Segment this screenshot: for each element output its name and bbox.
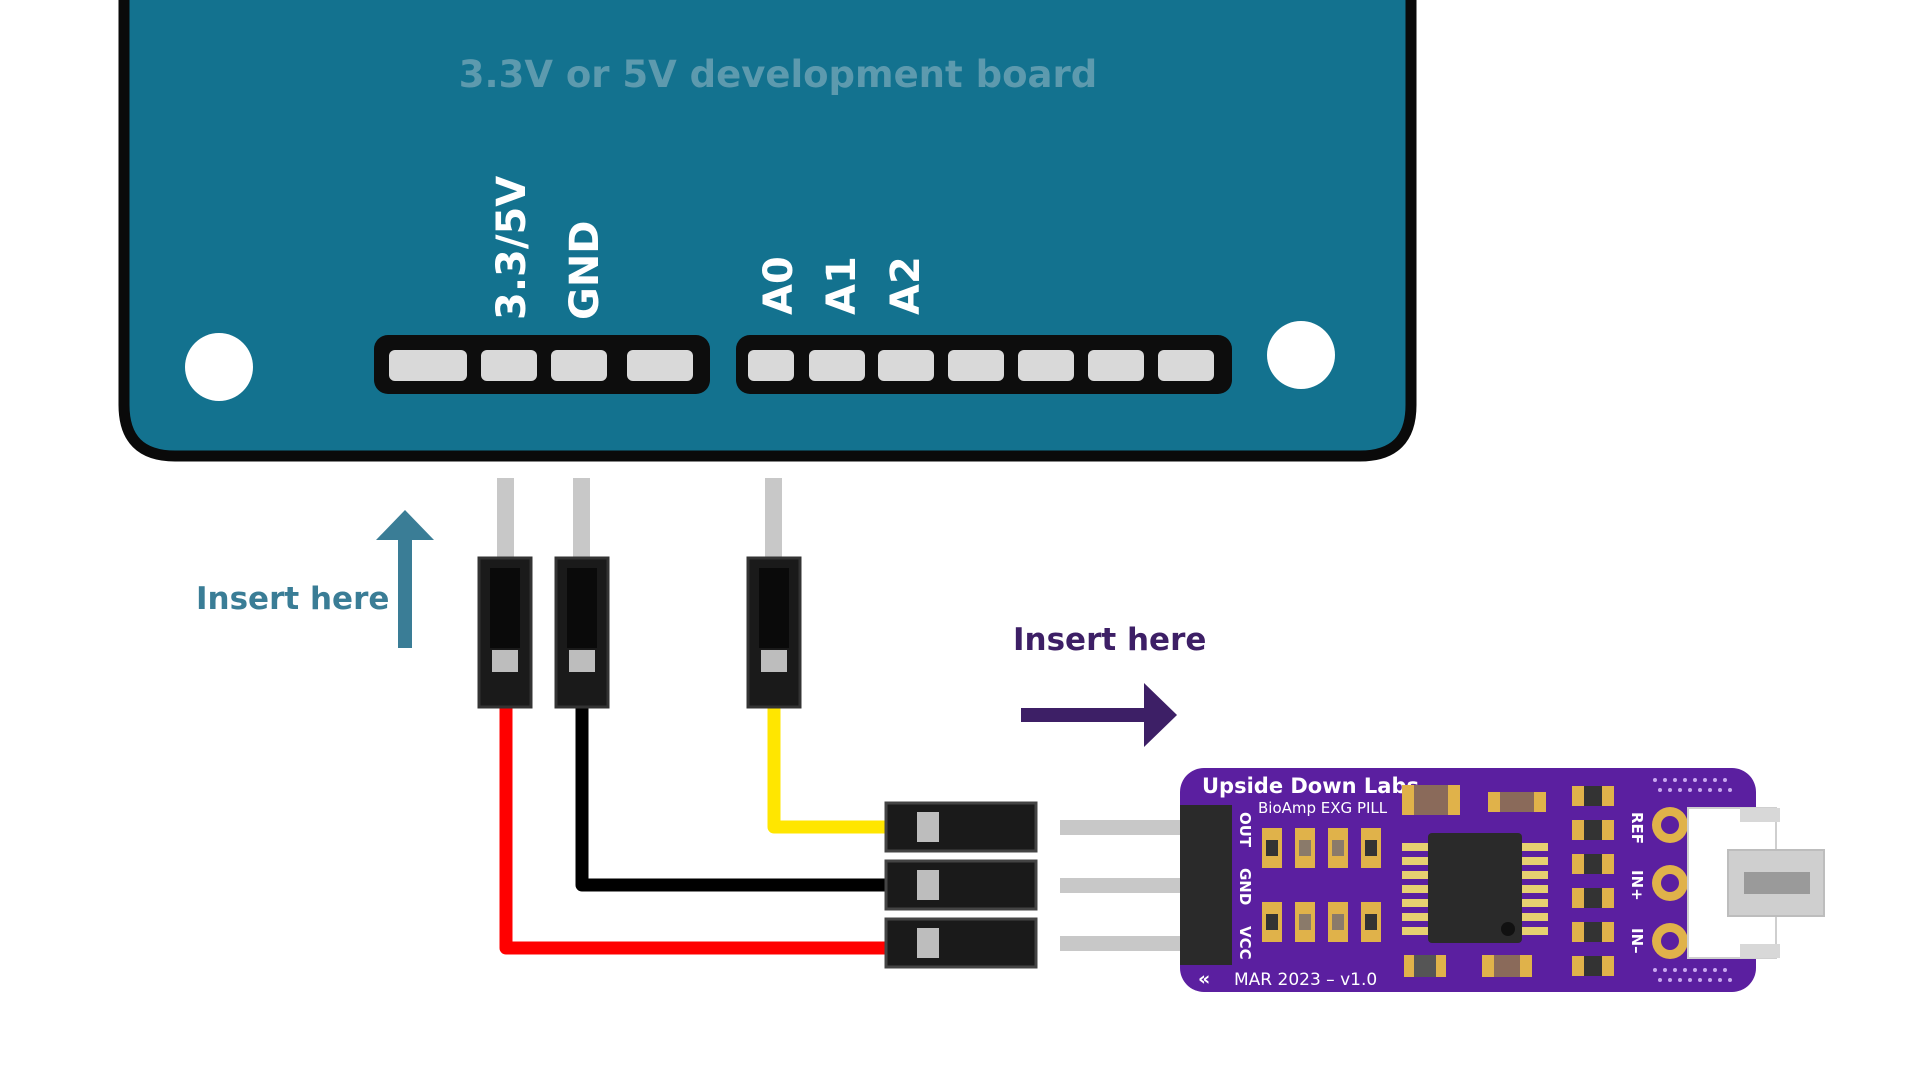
- board-arrow-up-icon: [376, 510, 434, 540]
- jst-connector: [1687, 807, 1825, 959]
- module-pin-label-in-plus: IN+: [1628, 870, 1646, 901]
- male-pin-signal: [765, 478, 782, 560]
- wire-power: [499, 705, 893, 955]
- passive-components-right: [1572, 786, 1614, 976]
- male-pin-power: [497, 478, 514, 560]
- pill-insert-callout: Insert here: [1013, 622, 1206, 747]
- header-pin-power: [481, 350, 537, 381]
- bioamp-exg-pill-module: Upside Down Labs BioAmp EXG PILL MAR 202…: [1060, 768, 1825, 992]
- module-header-pin-vcc: [1060, 936, 1215, 951]
- header-pin: [948, 350, 1004, 381]
- module-pin-label-out: OUT: [1236, 812, 1254, 848]
- module-pin-label-ref: REF: [1628, 812, 1646, 844]
- pill-insert-label: Insert here: [1013, 622, 1206, 658]
- module-pin-label-vcc: VCC: [1236, 926, 1254, 960]
- female-connector-power: [884, 917, 1038, 969]
- mounting-hole-left: [185, 333, 253, 401]
- pin-label-a0: A0: [756, 256, 802, 315]
- female-connector-ground: [884, 859, 1038, 911]
- header-pin-a1: [809, 350, 865, 381]
- male-connector-power: [477, 556, 533, 709]
- header-pin: [389, 350, 467, 381]
- board-arrow-shaft: [398, 535, 412, 648]
- electrode-pads: [1652, 807, 1688, 959]
- pin-label-a1: A1: [819, 256, 865, 315]
- module-revision: MAR 2023 – v1.0: [1234, 970, 1377, 990]
- module-product: BioAmp EXG PILL: [1258, 799, 1388, 817]
- board-insert-label: Insert here: [196, 581, 389, 617]
- male-connector-signal: [746, 556, 802, 709]
- pin-label-gnd: GND: [562, 220, 608, 320]
- wire-ground: [575, 705, 893, 892]
- via-pattern: [1653, 778, 1732, 982]
- header-pin: [1088, 350, 1144, 381]
- header-pin-a2: [878, 350, 934, 381]
- mounting-hole-right: [1267, 321, 1335, 389]
- double-chevron-left-icon: «: [1198, 968, 1210, 990]
- male-connector-ground: [554, 556, 610, 709]
- female-connector-signal: [884, 801, 1038, 853]
- header-pin: [1158, 350, 1214, 381]
- male-pin-ground: [573, 478, 590, 560]
- board-title: 3.3V or 5V development board: [459, 53, 1097, 96]
- module-pin-label-in-minus: IN–: [1628, 928, 1646, 954]
- development-board: 3.3V or 5V development board 3.3/5V GND …: [118, 0, 1417, 462]
- board-insert-callout: Insert here: [196, 510, 434, 648]
- module-brand: Upside Down Labs: [1202, 774, 1419, 798]
- jumper-wires: [477, 478, 1038, 969]
- module-pin-label-gnd: GND: [1236, 868, 1254, 905]
- wire-signal: [767, 705, 893, 834]
- pin-label-power: 3.3/5V: [489, 176, 535, 320]
- passive-components-left: [1262, 828, 1381, 942]
- header-pin: [627, 350, 693, 381]
- header-pin: [1018, 350, 1074, 381]
- pin-label-a2: A2: [883, 256, 929, 315]
- module-header-pin-out: [1060, 820, 1215, 835]
- header-pin-gnd: [551, 350, 607, 381]
- pill-arrow-right-icon: [1144, 683, 1177, 747]
- module-header-block: [1180, 805, 1232, 965]
- analog-header: [736, 335, 1232, 394]
- module-header-pin-gnd: [1060, 878, 1215, 893]
- power-header: [374, 335, 710, 394]
- pill-arrow-shaft: [1021, 708, 1147, 722]
- header-pin-a0: [748, 350, 794, 381]
- ic-chip: [1402, 833, 1548, 943]
